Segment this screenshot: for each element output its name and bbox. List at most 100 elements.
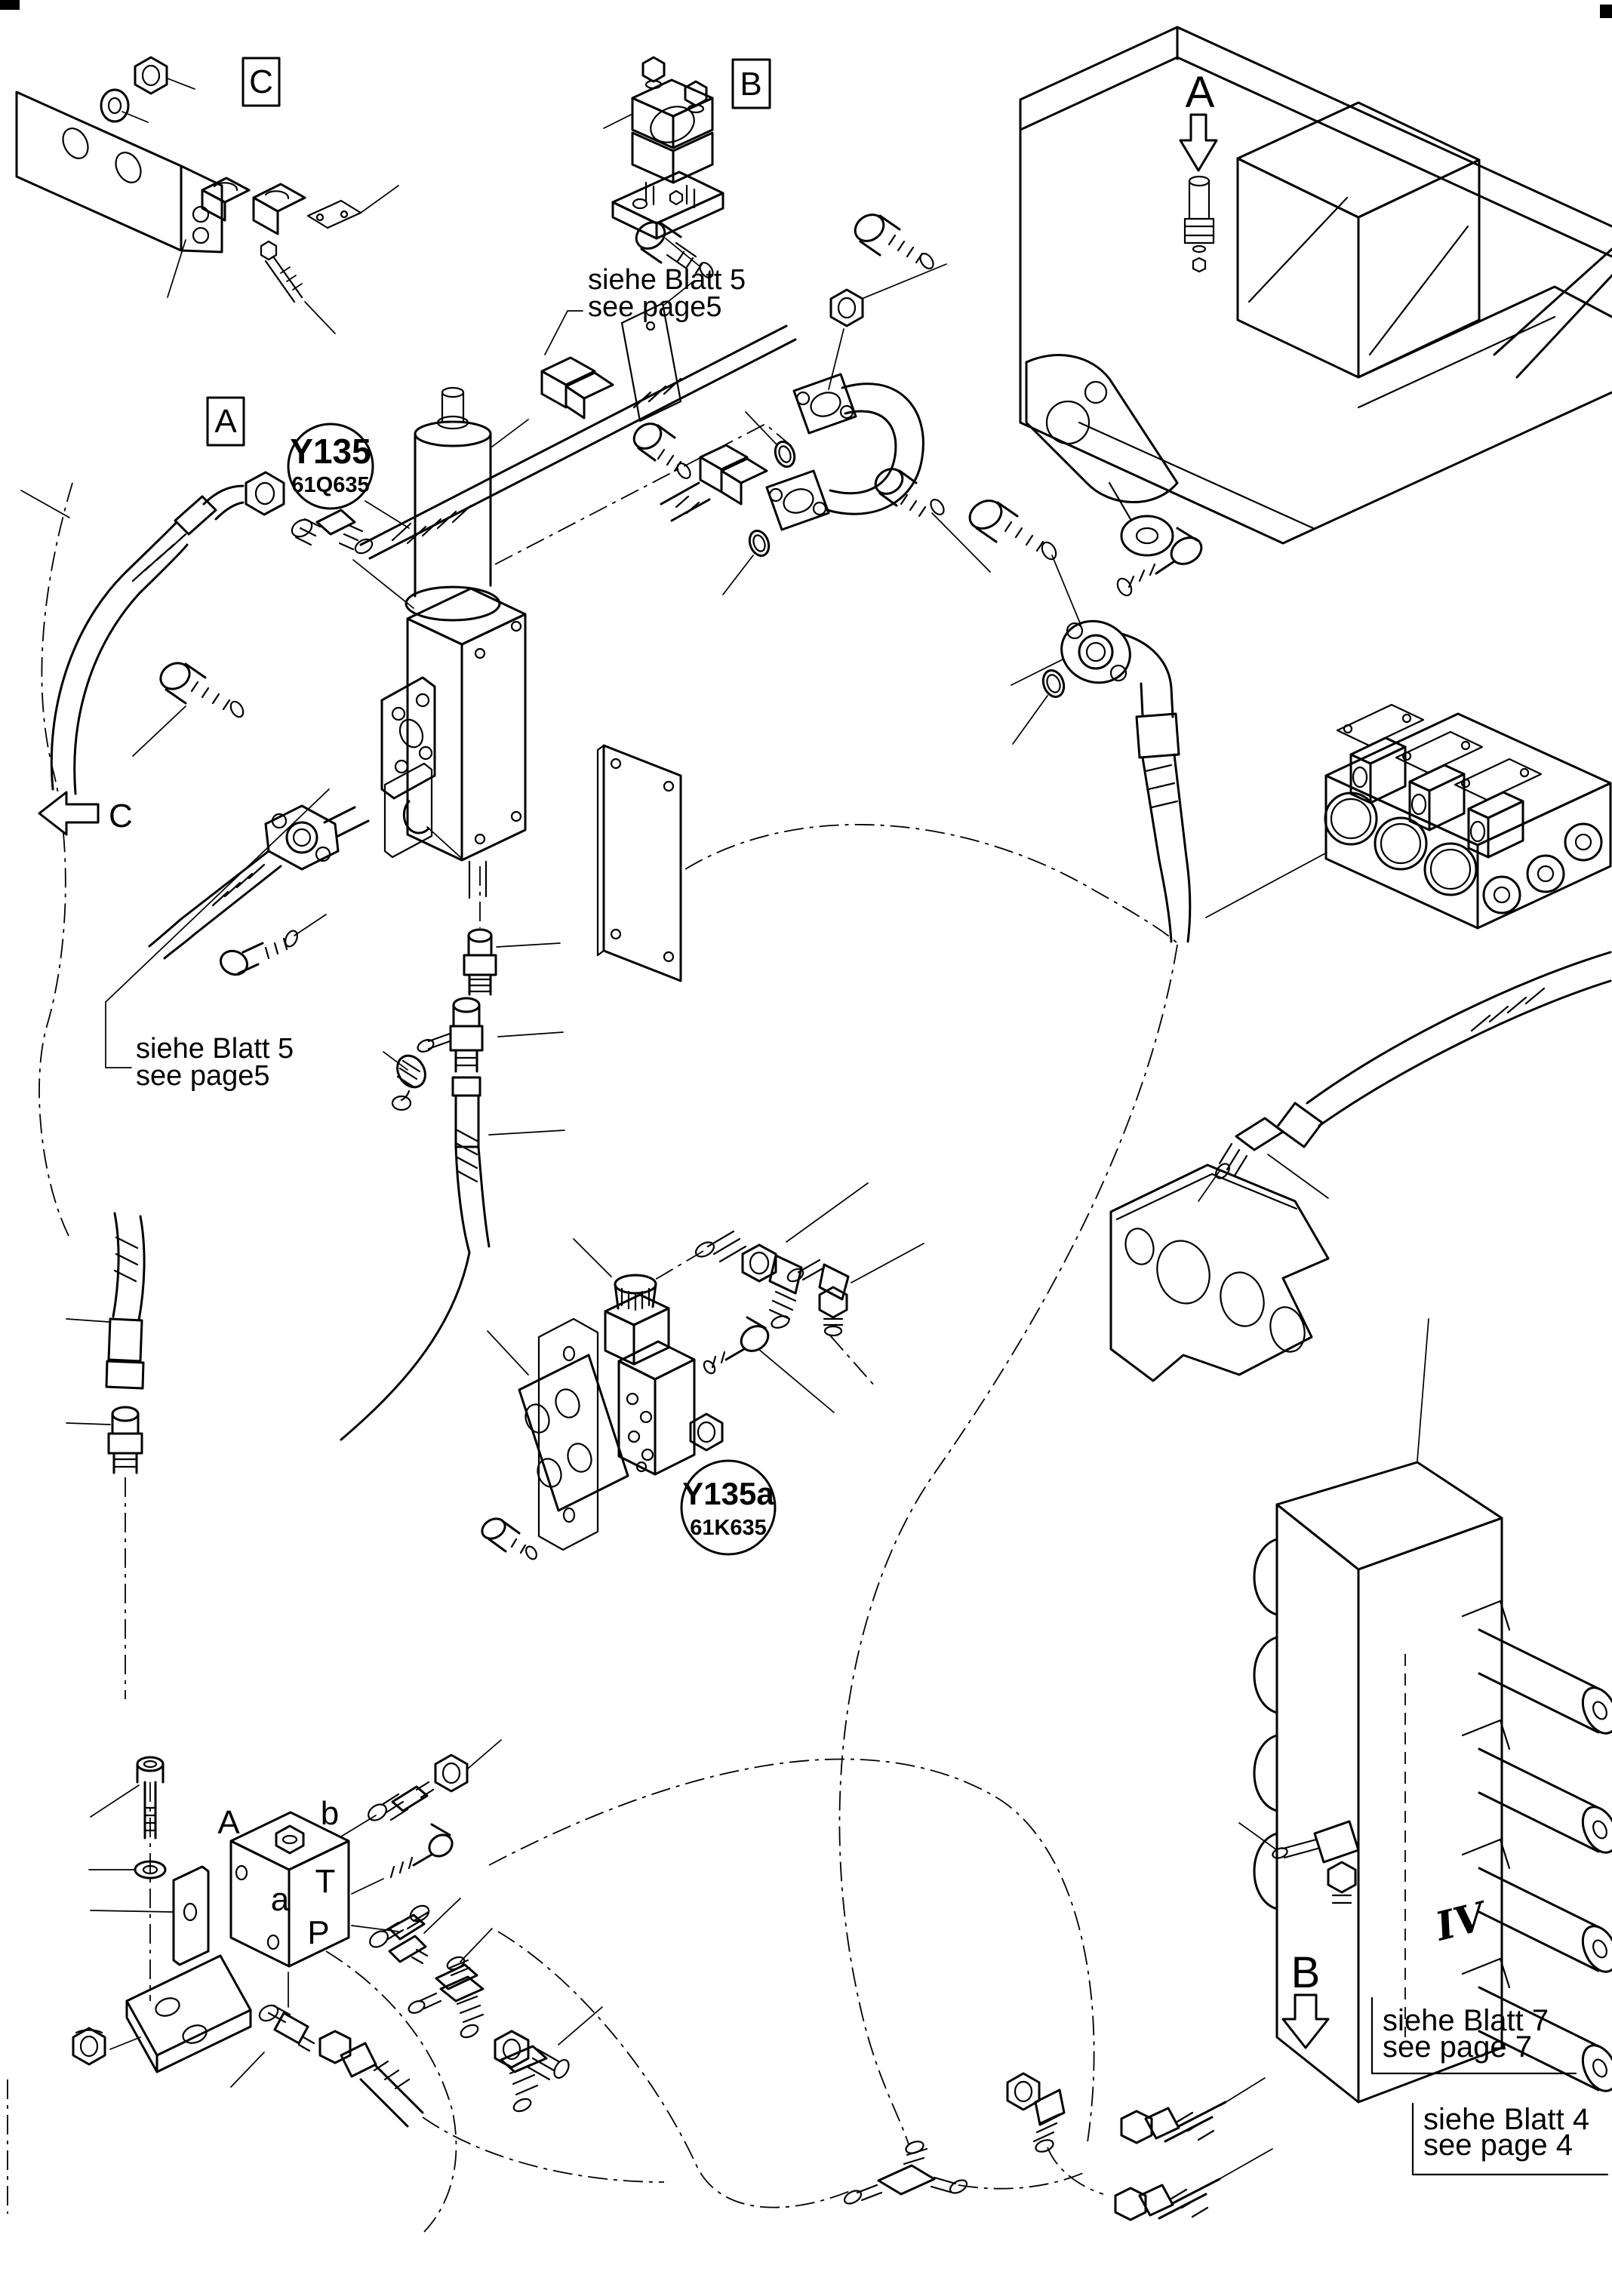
pipe-clamp-assembly [603,56,724,266]
left-arrow-icon [38,791,100,836]
nipple-adapter [66,1406,143,1474]
tee-fitting [494,2006,603,2113]
clamped-hose-run [359,280,797,560]
arrow-label-a: A [1186,68,1215,117]
washer [134,1860,167,1880]
note-text-de: siehe Blatt 5 [136,1033,294,1065]
socket-bolt [219,914,327,976]
straight-adapter [463,928,497,996]
straight-adapter [369,1921,429,1965]
hex-nut [434,1739,502,1793]
phantom-line-left-boundary [38,482,73,1238]
note-see-page5-left: siehe Blatt 5 see page5 [105,788,330,1092]
arrow-label-c: C [109,798,133,834]
direction-arrow-a: A [1179,68,1218,172]
crop-mark-topright [1600,5,1612,18]
socket-bolt [968,499,1081,625]
socket-bolt [351,1823,454,1895]
o-ring [748,530,771,557]
cylinder [1461,1957,1612,2092]
note-text-de: siehe Blatt 5 [588,264,746,296]
port-block-assembly: A b a T P [72,1756,350,2073]
hydraulic-block-iv: IV [1238,1318,1612,2104]
balloon-id: Y135a [682,1476,774,1511]
cylinder [1461,1838,1612,1973]
snap-ring [402,800,461,858]
phantom-line [684,823,1178,944]
phantom-line [838,944,1178,2145]
view-box-a: A [206,396,245,447]
arrow-label-b: B [1291,1948,1321,1997]
view-box-b: B [731,58,771,109]
tee-fitting-stack [340,866,565,1441]
straight-adapter [291,509,374,555]
port-label-P: P [307,1914,329,1951]
hose-lower [451,1076,565,1254]
cylinder [1461,1719,1612,1854]
socket-bolt-left [132,662,245,757]
hose-end [1114,2148,1273,2221]
lock-nut [72,2027,106,2066]
machine-frame-view: A [1019,26,1612,557]
straight-adapter [1215,1117,1284,1179]
view-label-b: B [740,66,761,103]
balloon-y135: Y135 61Q635 [287,423,410,529]
l-bracket [125,1954,252,2073]
elbow-fitting [1006,2072,1066,2153]
view-label-c: C [249,63,273,100]
socket-bolt-upper-right [854,214,934,269]
port-block-fittings [230,1739,665,2183]
direction-arrow-b: B [1281,1948,1330,2049]
balloon-y135a: Y135a 61K635 [680,1459,777,1556]
port-label-a: a [271,1881,290,1918]
washer [100,88,130,123]
note-text-en: see page5 [136,1060,270,1092]
tee-fitting [408,1928,493,2039]
tee-fitting [417,997,484,1073]
solenoid-coil [1349,736,1407,804]
hose-left-vertical [66,1212,146,1699]
straight-adapter [340,1781,435,1837]
hose-top-right [1198,951,1612,1202]
tee-fittings-bottom [325,1758,1095,2233]
o-ring [1041,669,1066,698]
straight-adapter [351,1898,461,1941]
tee-fitting [843,2141,968,2205]
note-see-page5-top: siehe Blatt 5 see page5 [544,264,746,355]
tee-fitting [1238,1820,1360,1904]
direction-arrow-c: C [38,791,133,836]
hose-end [1120,2077,1266,2144]
braid-marks [391,377,682,545]
hex-bolt [481,1517,537,1560]
test-port-coupling [383,1051,426,1111]
solenoid-valve-bank [1205,703,1612,930]
solenoid-location-sketch [1183,175,1215,273]
manual-override-knob [614,1274,657,1311]
balloon-id: Y135 [290,432,371,471]
port-label-A: A [217,1804,240,1841]
note-see-page4: siehe Blatt 4 see page 4 [1411,2102,1609,2176]
cylinder [1461,1600,1612,1735]
hex-nut [689,1412,724,1452]
note-text-en: see page 4 [1423,2128,1573,2162]
down-arrow-icon [1179,113,1218,172]
socket-bolt [703,1316,770,1375]
solenoid-coil [1408,764,1466,831]
balloon-code: 61K635 [690,1516,767,1540]
note-text-de: siehe Blatt 7 [1383,2004,1549,2037]
flange-elbow-left [148,800,461,976]
section-label-iv: IV [1429,1893,1493,1950]
cover-plate [596,744,682,982]
fittings-bottom-right [843,2072,1273,2221]
note-text-de: siehe Blatt 4 [1423,2103,1589,2136]
crop-mark-topleft [0,0,20,10]
solenoid-valve-y135a [481,1238,835,1560]
note-text-en: see page 7 [1383,2030,1532,2064]
view-label-a: A [214,403,237,440]
clamp-screw [260,240,303,303]
subplate-holes [525,1388,592,1488]
balloon-code: 61Q635 [291,473,369,497]
socket-bolt-upper-left [635,221,714,278]
split-clamp-parts [201,177,399,334]
